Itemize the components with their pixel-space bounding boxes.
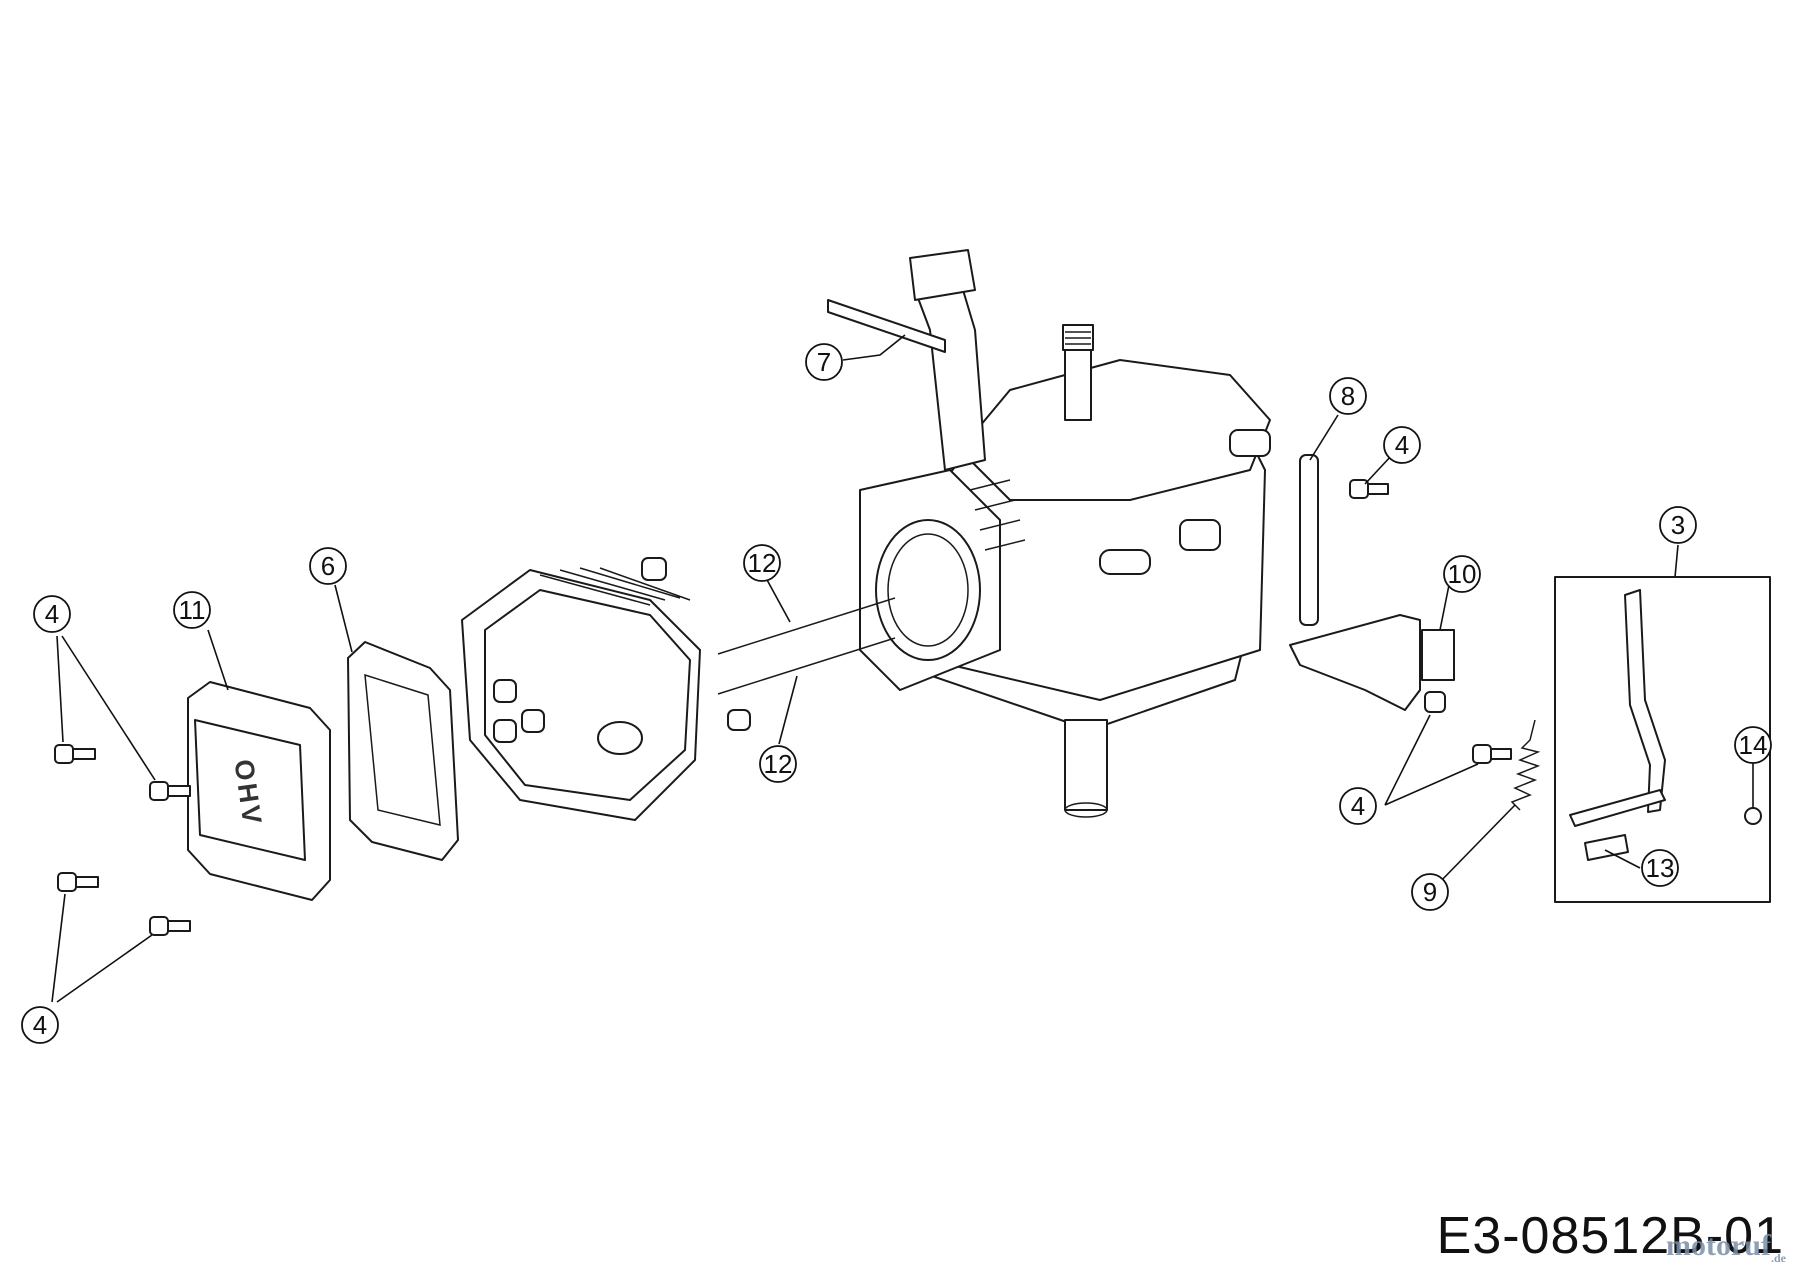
callout-label: 6 <box>321 551 335 581</box>
engine-block <box>859 249 1271 818</box>
callout-3: 3 <box>1659 506 1697 544</box>
lever-assembly-box <box>1554 576 1771 903</box>
watermark-text: motoruf <box>1666 1229 1771 1262</box>
callout-label: 11 <box>179 595 206 625</box>
callout-4-lower-left: 4 <box>21 1006 59 1044</box>
bolt-icons <box>54 479 1512 936</box>
drawing-code: E3-08512B-01 <box>1436 1207 1784 1265</box>
callout-4: 4 <box>33 595 71 633</box>
callout-label: 4 <box>45 599 59 629</box>
callout-12-upper: 12 <box>743 544 781 582</box>
callout-label: 8 <box>1341 381 1355 411</box>
bracket-strip <box>827 299 946 353</box>
callout-4-upper-right: 4 <box>1383 426 1421 464</box>
callout-11: 11 <box>173 591 211 629</box>
bolt-icon <box>1349 479 1389 499</box>
valve-cover: OHV <box>187 681 331 901</box>
callout-14: 14 <box>1734 726 1772 764</box>
spring <box>1510 719 1541 811</box>
watermark-logo: motoruf.de <box>1666 1229 1786 1266</box>
callout-label: 12 <box>764 749 793 779</box>
callout-10: 10 <box>1443 555 1481 593</box>
control-plate <box>1289 614 1421 711</box>
callout-4-lower-right: 4 <box>1339 787 1377 825</box>
callout-label: 4 <box>1395 430 1409 460</box>
callouts: 4 11 6 12 12 7 8 4 3 10 14 13 4 9 4 4 <box>21 343 1772 1044</box>
callout-7: 7 <box>805 343 843 381</box>
callout-label: 14 <box>1739 730 1768 760</box>
push-rod-upper <box>717 597 896 655</box>
callout-9: 9 <box>1411 873 1449 911</box>
leader-lines <box>51 334 1754 1003</box>
callout-12-lower: 12 <box>759 745 797 783</box>
vertical-gasket-strip <box>1299 454 1319 626</box>
bolt-icon <box>1424 691 1446 713</box>
bolt-icon <box>149 781 191 801</box>
callout-13: 13 <box>1641 849 1679 887</box>
callout-label: 7 <box>817 347 831 377</box>
callout-6: 6 <box>309 547 347 585</box>
callout-label: 9 <box>1423 877 1437 907</box>
callout-label: 4 <box>1351 791 1365 821</box>
cylinder-head <box>461 557 751 821</box>
bolt-icon <box>54 744 96 764</box>
callout-label: 12 <box>748 548 777 578</box>
watermark-suffix: .de <box>1771 1251 1786 1265</box>
callout-8: 8 <box>1329 377 1367 415</box>
callout-label: 4 <box>33 1010 47 1040</box>
callout-label: 10 <box>1448 559 1477 589</box>
bolt-icon <box>1472 744 1512 764</box>
head-gasket <box>347 641 459 861</box>
bolt-icon <box>149 916 191 936</box>
bolt-icon <box>57 872 99 892</box>
push-rod-lower <box>717 637 896 695</box>
callout-label: 3 <box>1671 510 1685 540</box>
callout-label: 13 <box>1646 853 1675 883</box>
